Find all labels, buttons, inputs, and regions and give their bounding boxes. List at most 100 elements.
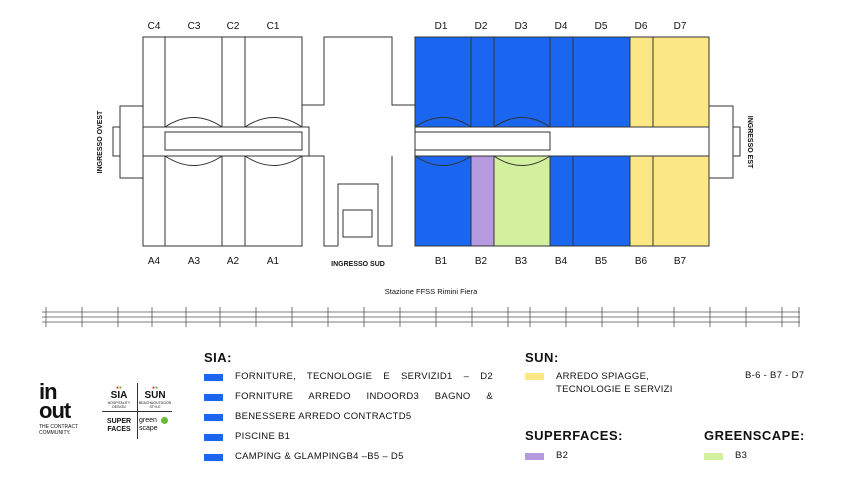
- sia-logo: ●● SIA HOSPITALITY DESIGN: [102, 385, 136, 409]
- station-label: Stazione FFSS Rimini Fiera: [384, 287, 478, 296]
- legend-sun-label-2: TECNOLOGIE E SERVIZI: [556, 384, 673, 395]
- legend-superfaces-title: SUPERFACES:: [525, 428, 623, 443]
- hall-label-c4: C4: [148, 21, 161, 32]
- legend-sun-label-1: ARREDO SPIAGGE,: [556, 371, 650, 382]
- east-entrance-label: INGRESSO EST: [746, 116, 753, 169]
- hall-label-a2: A2: [227, 256, 240, 267]
- hall-label-a3: A3: [188, 256, 201, 267]
- legend-swatch: [204, 434, 223, 441]
- hall-label-d2: D2: [475, 21, 488, 32]
- inout-tagline-2: COMMUNITY.: [39, 430, 71, 436]
- legend-sun-title: SUN:: [525, 350, 559, 365]
- legend-swatch: [204, 394, 223, 401]
- sun-logo: ●● SUN BEACH&OUTDOOR STYLE: [138, 385, 172, 409]
- sun-logo-sub: BEACH&OUTDOOR STYLE: [138, 401, 172, 409]
- hall-label-d5: D5: [595, 21, 608, 32]
- inout-logo: in out THE CONTRACT COMMUNITY.: [39, 379, 94, 437]
- legend-sia-item-5: CAMPING & GLAMPINGB4 –B5 – D5: [204, 451, 404, 462]
- legend-label: BENESSERE ARREDO CONTRACTD5: [235, 411, 412, 422]
- legend-sia-item-1: FORNITURE, TECNOLOGIE E SERVIZID1 – D2: [204, 371, 493, 382]
- legend-sun-halls: B-6 - B7 - D7: [745, 370, 805, 381]
- hall-label-a1: A1: [267, 256, 280, 267]
- legend-superfaces-item: B2: [525, 450, 568, 461]
- hall-label-c1: C1: [267, 21, 280, 32]
- hall-label-b2: B2: [475, 256, 488, 267]
- hall-label-d4: D4: [555, 21, 568, 32]
- hall-b4[interactable]: [549, 155, 574, 247]
- legend-swatch: [704, 453, 723, 460]
- legend-sun-item: ARREDO SPIAGGE, TECNOLOGIE E SERVIZI: [525, 370, 673, 396]
- hall-label-b7: B7: [674, 256, 687, 267]
- legend-label: FORNITURE, TECNOLOGIE E SERVIZID1 – D2: [235, 371, 493, 382]
- superfaces-logo-1: SUPER: [106, 418, 132, 425]
- hall-d7[interactable]: [652, 36, 710, 128]
- hall-b3[interactable]: [493, 155, 551, 247]
- legend-sia-item-3: BENESSERE ARREDO CONTRACTD5: [204, 411, 412, 422]
- west-entrance[interactable]: [112, 105, 144, 179]
- south-entrance-label: INGRESSO SUD: [331, 261, 385, 268]
- hall-b2[interactable]: [470, 155, 495, 247]
- hall-label-b6: B6: [635, 256, 648, 267]
- hall-label-c2: C2: [227, 21, 240, 32]
- greenscape-logo: green scape: [139, 417, 173, 433]
- legend-swatch: [204, 374, 223, 381]
- east-pavilion: [414, 36, 710, 247]
- legend-sia-title: SIA:: [204, 350, 232, 365]
- west-connector: [302, 36, 415, 106]
- hall-label-d6: D6: [635, 21, 648, 32]
- railway-tracks: [42, 307, 800, 327]
- hall-d5[interactable]: [572, 36, 631, 128]
- hall-label-a4: A4: [148, 256, 161, 267]
- legend-swatch: [204, 414, 223, 421]
- east-entrance[interactable]: [708, 105, 741, 179]
- hall-label-b1: B1: [435, 256, 448, 267]
- superfaces-logo: SUPER FACES: [102, 418, 136, 434]
- east-connector-bottom: [378, 156, 393, 247]
- legend-sia-item-4: PISCINE B1: [204, 431, 290, 442]
- legend-label: B2: [556, 450, 569, 461]
- south-entrance[interactable]: [337, 183, 379, 246]
- west-connector-bottom: [302, 155, 338, 247]
- brand-logos-grid: ●● SIA HOSPITALITY DESIGN ●● SUN BEACH&O…: [102, 383, 172, 439]
- legend-swatch: [525, 453, 544, 460]
- bottom-hall-labels: A4 A3 A2 A1 B1 B2 B3 B4 B5 B6 B7: [148, 256, 687, 267]
- hall-label-b5: B5: [595, 256, 608, 267]
- hall-d4[interactable]: [549, 36, 574, 128]
- sia-logo-text: SIA: [110, 390, 128, 401]
- legend-label: CAMPING & GLAMPINGB4 –B5 – D5: [235, 451, 404, 462]
- legend-label: FORNITURE ARREDO INDOORD3 BAGNO &: [235, 391, 493, 402]
- hall-b6[interactable]: [629, 155, 654, 247]
- legend-greenscape-item: B3: [704, 450, 747, 461]
- hall-label-b4: B4: [555, 256, 568, 267]
- inout-logo-in: in: [39, 379, 58, 404]
- sia-logo-sub: HOSPITALITY DESIGN: [107, 401, 131, 409]
- dome-arcs: [164, 117, 551, 166]
- legend-greenscape-title: GREENSCAPE:: [704, 428, 805, 443]
- hall-label-b3: B3: [515, 256, 528, 267]
- greenscape-logo-2: scape: [139, 425, 158, 432]
- hall-d2[interactable]: [470, 36, 495, 128]
- hall-label-d3: D3: [515, 21, 528, 32]
- inout-logo-out: out: [39, 398, 71, 423]
- legend-sia-item-2: FORNITURE ARREDO INDOORD3 BAGNO &: [204, 391, 493, 402]
- sun-logo-text: SUN: [144, 390, 166, 401]
- superfaces-logo-2: FACES: [107, 426, 131, 433]
- hall-b5[interactable]: [572, 155, 631, 247]
- inout-tagline-1: THE CONTRACT: [39, 424, 79, 430]
- west-entrance-label: INGRESSO OVEST: [97, 110, 104, 173]
- central-corridor: [142, 126, 710, 157]
- greenscape-logo-1: green: [139, 417, 157, 424]
- legend-swatch: [525, 373, 544, 380]
- legend-label: PISCINE B1: [235, 431, 291, 442]
- hall-d3[interactable]: [493, 36, 551, 128]
- hall-b1[interactable]: [414, 155, 472, 247]
- hall-b7[interactable]: [652, 155, 710, 247]
- legend-label: B3: [735, 450, 748, 461]
- hall-label-d7: D7: [674, 21, 687, 32]
- legend-swatch: [204, 454, 223, 461]
- hall-d1[interactable]: [414, 36, 472, 128]
- hall-d6[interactable]: [629, 36, 654, 128]
- hall-label-d1: D1: [435, 21, 448, 32]
- leaf-icon: [161, 417, 168, 424]
